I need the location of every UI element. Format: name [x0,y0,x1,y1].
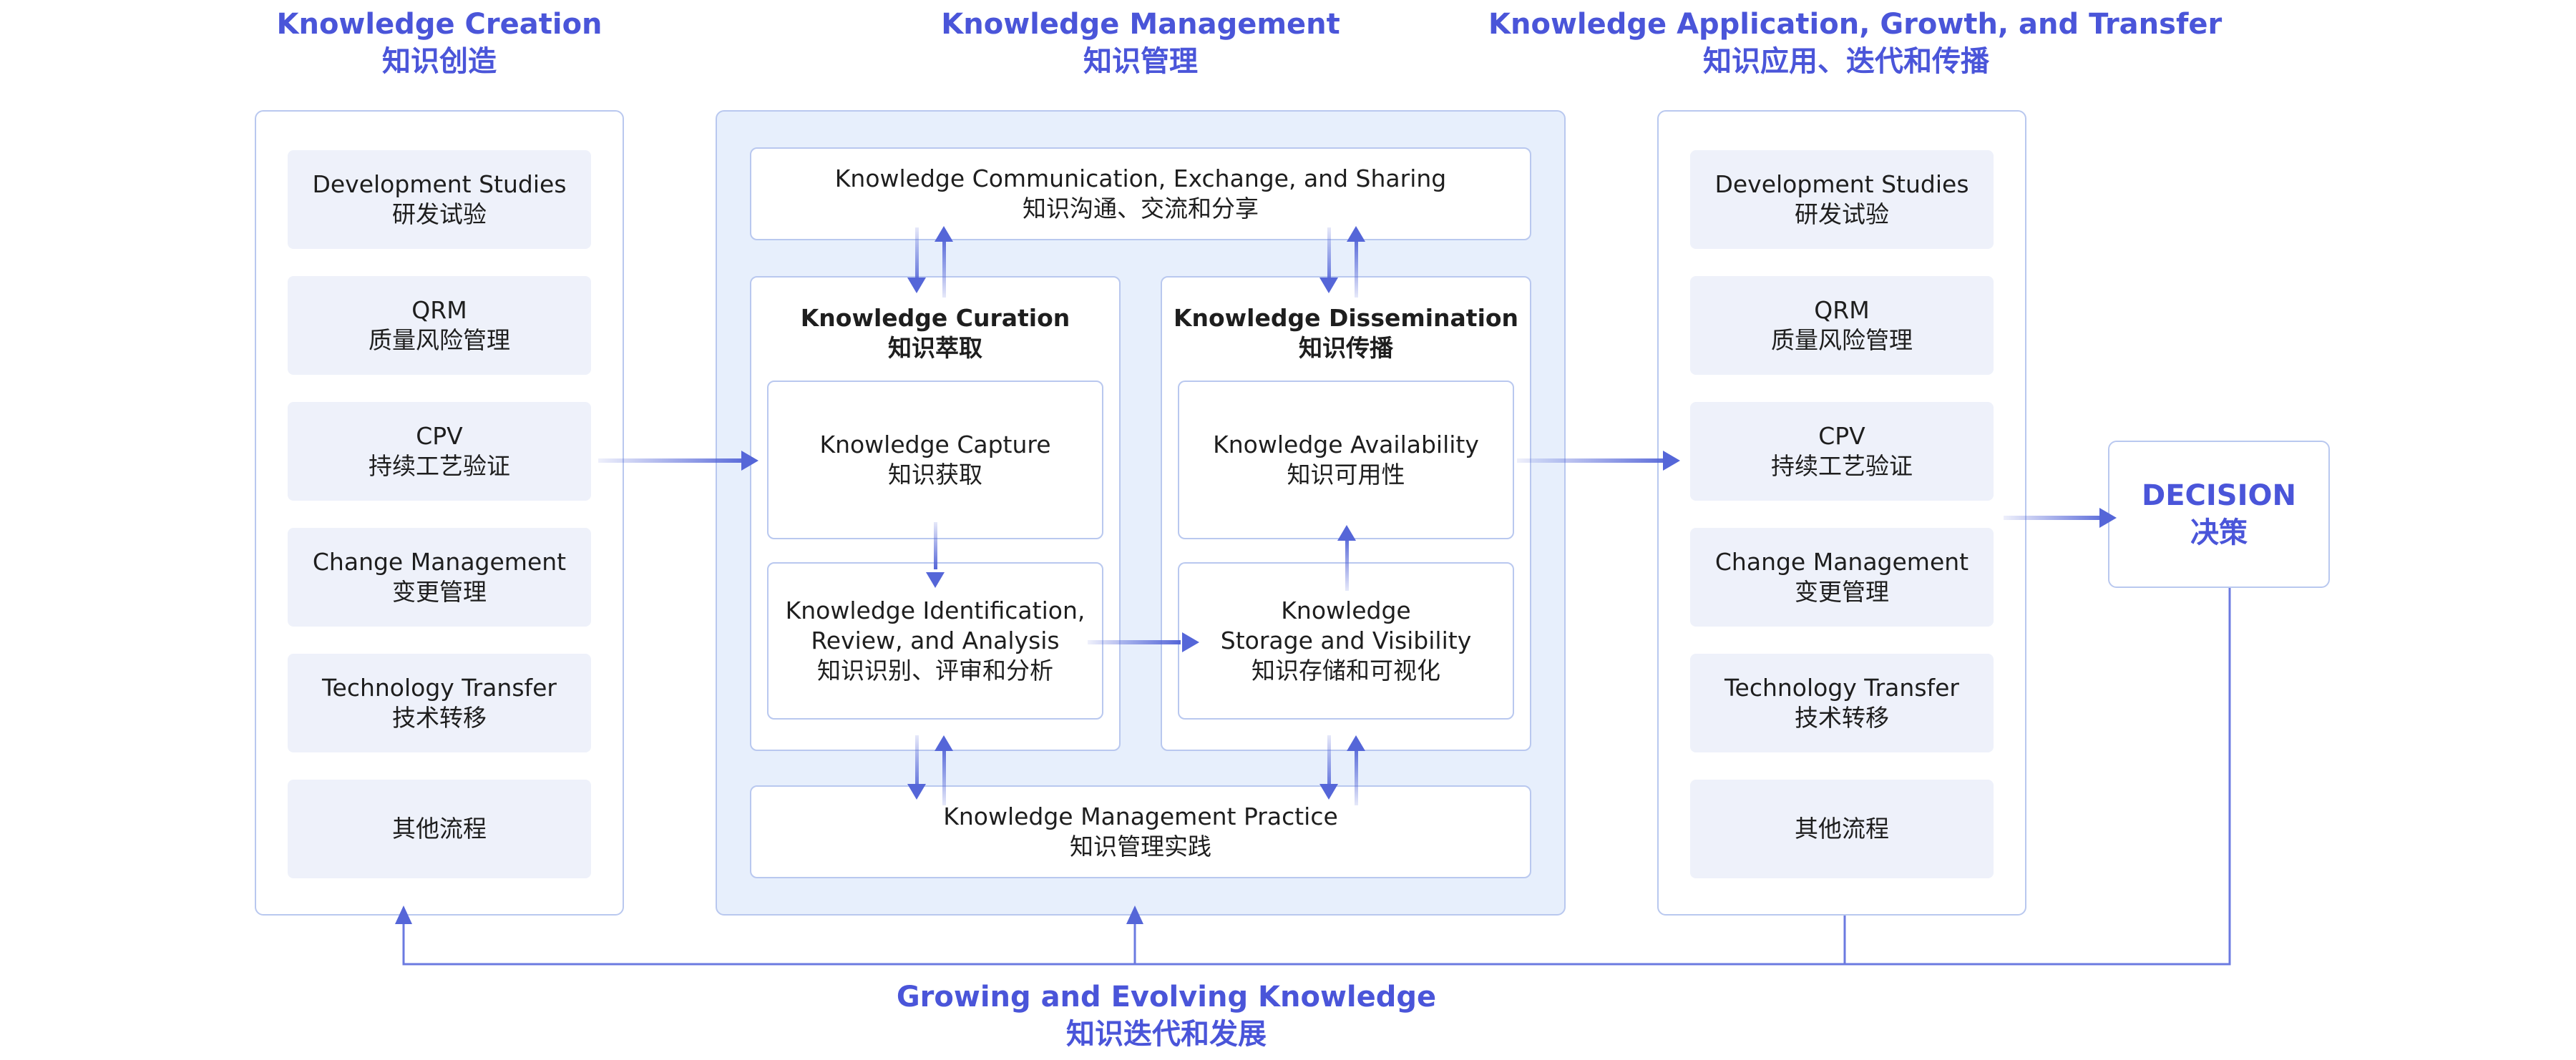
knowledge-communication-box: Knowledge Communication, Exchange, and S… [750,147,1531,240]
curation-title: Knowledge Curation 知识萃取 [751,303,1119,363]
header-management-zh: 知识管理 [1083,45,1198,78]
application-item-change-management: Change Management 变更管理 [1690,528,1994,627]
application-item-zh: 质量风险管理 [1771,326,1913,354]
application-item-zh: 研发试验 [1795,200,1889,228]
header-creation-en: Knowledge Creation [276,8,602,41]
knowledge-capture-box: Knowledge Capture 知识获取 [767,381,1103,539]
footer-zh: 知识迭代和发展 [1066,1018,1267,1051]
footer-growing-knowledge: Growing and Evolving Knowledge 知识迭代和发展 [787,978,1546,1053]
header-application-en: Knowledge Application, Growth, and Trans… [1488,8,2223,41]
application-item-en: CPV [1818,422,1865,450]
knowledge-management-practice-box: Knowledge Management Practice 知识管理实践 [750,785,1531,878]
curation-title-zh: 知识萃取 [888,334,982,362]
decision-en: DECISION [2142,479,2296,512]
creation-item-change-management: Change Management 变更管理 [288,528,591,627]
dissemination-title-en: Knowledge Dissemination [1173,304,1519,332]
header-application-zh: 知识应用、迭代和传播 [1703,45,1989,78]
header-knowledge-management: Knowledge Management 知识管理 [716,6,1566,80]
decision-zh: 决策 [2190,516,2248,549]
application-item-en: Change Management [1714,548,1969,576]
header-knowledge-application: Knowledge Application, Growth, and Trans… [1488,6,2223,80]
creation-item-en: QRM [411,296,467,324]
header-knowledge-creation: Knowledge Creation 知识创造 [255,6,624,80]
creation-item-en: Technology Transfer [321,674,557,702]
practice-zh: 知识管理实践 [1070,833,1211,860]
dissemination-title: Knowledge Dissemination 知识传播 [1162,303,1530,363]
identification-en-line1: Knowledge Identification, [785,597,1085,624]
creation-item-zh: 持续工艺验证 [369,452,510,480]
creation-item-en: Development Studies [312,170,567,198]
creation-item-zh: 变更管理 [392,578,487,606]
creation-item-technology-transfer: Technology Transfer 技术转移 [288,654,591,752]
creation-item-cpv: CPV 持续工艺验证 [288,402,591,501]
application-item-en: Technology Transfer [1724,674,1960,702]
storage-en-line2: Storage and Visibility [1220,627,1472,654]
creation-column: Development Studies 研发试验 QRM 质量风险管理 CPV … [255,110,624,916]
application-column: Development Studies 研发试验 QRM 质量风险管理 CPV … [1657,110,2026,916]
application-item-en: QRM [1814,296,1870,324]
application-item-zh: 变更管理 [1795,578,1889,606]
application-item-en: Development Studies [1714,170,1969,198]
application-item-technology-transfer: Technology Transfer 技术转移 [1690,654,1994,752]
availability-en: Knowledge Availability [1213,431,1479,458]
storage-zh: 知识存储和可视化 [1252,657,1440,684]
identification-en-line2: Review, and Analysis [811,627,1060,654]
creation-item-other-processes: 其他流程 [288,780,591,878]
application-item-zh: 其他流程 [1795,815,1889,843]
application-item-zh: 技术转移 [1795,704,1889,732]
creation-item-zh: 研发试验 [392,200,487,228]
creation-item-development-studies: Development Studies 研发试验 [288,150,591,249]
creation-item-en: Change Management [312,548,567,576]
practice-en: Knowledge Management Practice [943,803,1338,830]
application-item-cpv: CPV 持续工艺验证 [1690,402,1994,501]
header-creation-zh: 知识创造 [382,45,497,78]
creation-item-en: CPV [416,422,463,450]
identification-zh: 知识识别、评审和分析 [817,657,1053,684]
knowledge-identification-box: Knowledge Identification, Review, and An… [767,562,1103,720]
curation-title-en: Knowledge Curation [800,304,1070,332]
communication-zh: 知识沟通、交流和分享 [1023,195,1259,222]
application-item-zh: 持续工艺验证 [1771,452,1913,480]
creation-item-zh: 技术转移 [392,704,487,732]
capture-en: Knowledge Capture [819,431,1051,458]
knowledge-availability-box: Knowledge Availability 知识可用性 [1178,381,1514,539]
creation-item-zh: 其他流程 [392,815,487,843]
capture-zh: 知识获取 [888,461,982,489]
application-item-development-studies: Development Studies 研发试验 [1690,150,1994,249]
knowledge-storage-box: Knowledge Storage and Visibility 知识存储和可视… [1178,562,1514,720]
availability-zh: 知识可用性 [1287,461,1405,489]
dissemination-title-zh: 知识传播 [1299,334,1393,362]
footer-en: Growing and Evolving Knowledge [896,981,1437,1014]
storage-en-line1: Knowledge [1281,597,1411,624]
decision-box: DECISION 决策 [2108,441,2330,588]
application-item-other-processes: 其他流程 [1690,780,1994,878]
application-item-qrm: QRM 质量风险管理 [1690,276,1994,375]
creation-item-qrm: QRM 质量风险管理 [288,276,591,375]
creation-item-zh: 质量风险管理 [369,326,510,354]
communication-en: Knowledge Communication, Exchange, and S… [834,165,1447,192]
header-management-en: Knowledge Management [941,8,1340,41]
